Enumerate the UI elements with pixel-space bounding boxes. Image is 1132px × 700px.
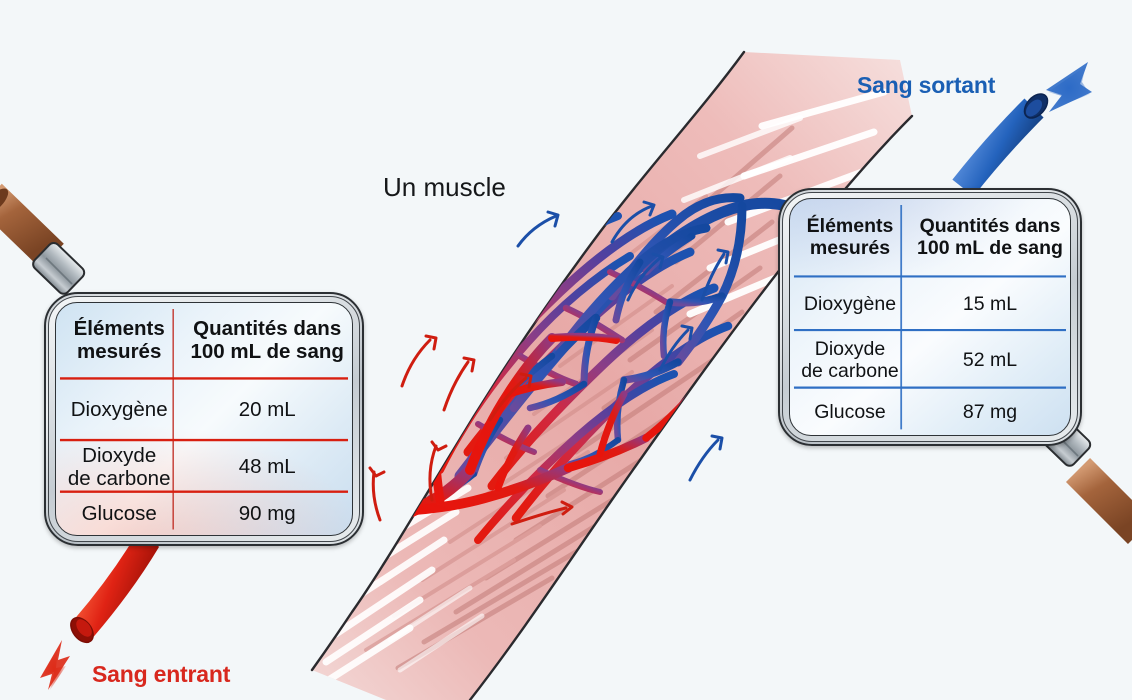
arrow-up-right-blue-icon: [1046, 62, 1092, 112]
table-header-row: Éléments mesurés Quantités dans 100 mL d…: [790, 199, 1070, 277]
arrow-up-left-red-icon: [40, 640, 70, 690]
row-value-glucose: 87 mg: [962, 400, 1018, 423]
outgoing-blood-vessel: [952, 93, 1049, 197]
row-label-glucose: Glucose: [814, 400, 886, 423]
row-value-dioxyde-carbone: 52 mL: [962, 348, 1018, 371]
panel-screen: Éléments mesurés Quantités dans 100 mL d…: [55, 302, 353, 536]
incoming-blood-vessel: [70, 533, 160, 644]
tube-clamp-left: [32, 241, 86, 295]
table-row: Dioxygène 15 mL: [790, 277, 1070, 331]
table-row: Glucose 90 mg: [56, 493, 352, 535]
incoming-sample-tube: [0, 183, 86, 295]
table-row: Dioxyde de carbone 52 mL: [790, 331, 1070, 389]
row-label-dioxyde-carbone: Dioxyde de carbone: [67, 443, 171, 490]
row-label-glucose: Glucose: [81, 502, 157, 526]
header-quantities: Quantités dans 100 mL de sang: [917, 215, 1063, 259]
table-header-row: Éléments mesurés Quantités dans 100 mL d…: [56, 303, 352, 379]
row-value-dioxyde-carbone: 48 mL: [238, 455, 296, 479]
row-label-dioxygene: Dioxygène: [70, 398, 168, 422]
table-row: Dioxygène 20 mL: [56, 379, 352, 441]
measurements-table: Éléments mesurés Quantités dans 100 mL d…: [56, 303, 352, 535]
row-value-glucose: 90 mg: [238, 502, 296, 526]
incoming-blood-panel[interactable]: Éléments mesurés Quantités dans 100 mL d…: [44, 292, 364, 546]
venous-flow-arrows: [516, 200, 730, 482]
row-value-dioxygene: 15 mL: [962, 292, 1018, 315]
row-value-dioxygene: 20 mL: [238, 398, 296, 422]
row-label-dioxygene: Dioxygène: [803, 292, 897, 315]
muscle-label: Un muscle: [383, 172, 506, 202]
header-elements: Éléments mesurés: [806, 215, 894, 259]
blood-in-label: Sang entrant: [92, 661, 231, 687]
venous-network: [427, 193, 826, 501]
outgoing-blood-panel[interactable]: Éléments mesurés Quantités dans 100 mL d…: [778, 188, 1082, 446]
measurements-table: Éléments mesurés Quantités dans 100 mL d…: [790, 199, 1070, 435]
blood-out-label: Sang sortant: [857, 72, 996, 98]
header-elements: Éléments mesurés: [73, 317, 165, 363]
panel-screen: Éléments mesurés Quantités dans 100 mL d…: [789, 198, 1071, 436]
table-row: Dioxyde de carbone 48 mL: [56, 441, 352, 493]
row-label-dioxyde-carbone: Dioxyde de carbone: [801, 337, 899, 382]
table-row: Glucose 87 mg: [790, 389, 1070, 435]
header-quantities: Quantités dans 100 mL de sang: [190, 317, 344, 363]
arterial-flow-arrows: [368, 334, 574, 526]
